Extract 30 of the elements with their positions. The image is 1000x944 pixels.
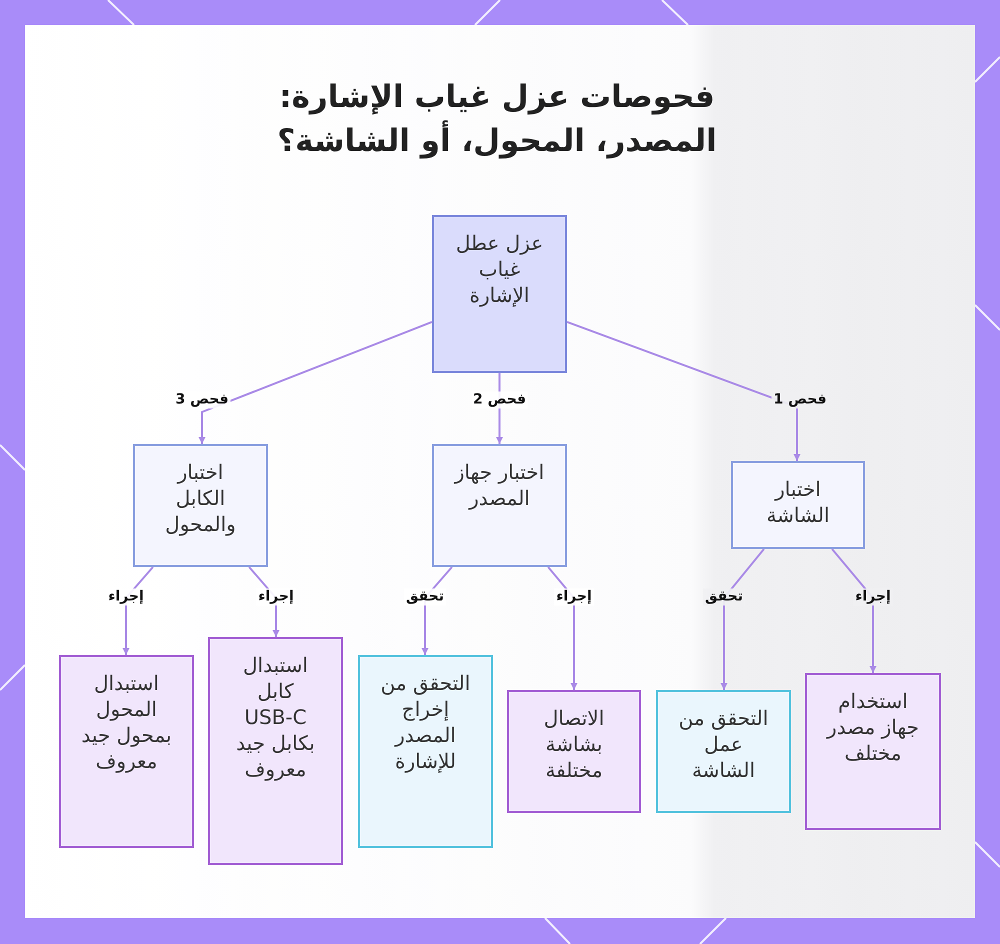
node-text: التحقق من إخراج المصدر للإشارة [380, 670, 472, 774]
root-box [432, 215, 567, 373]
edge-label: إجراء [256, 588, 296, 606]
edge-label: فحص 1 [772, 392, 828, 408]
edge-label: فحص 3 [174, 392, 230, 408]
process-box [358, 655, 493, 848]
edge-label: إجراء [554, 588, 594, 606]
node-text: الاتصال بشاشة مختلفة [542, 705, 606, 783]
process-box [432, 444, 567, 567]
process-box [59, 655, 194, 848]
process-box [208, 637, 343, 865]
process-box [656, 690, 791, 813]
edge-label: إجراء [106, 588, 146, 606]
edge-label: فحص 2 [471, 392, 528, 408]
diagram-title: فحوصات عزل غياب الإشارة: المصدر، المحول، أو الشاشة؟ [276, 78, 718, 161]
process-box [133, 444, 268, 567]
connector-line [720, 548, 765, 690]
node-text: اختبار الكابل والمحول [164, 459, 237, 537]
edge-label: إجراء [853, 588, 893, 606]
process-box [507, 690, 641, 813]
node-text: استبدال المحول بمحول جيد معروف [80, 670, 173, 774]
process-box [731, 461, 865, 549]
connector-line [198, 321, 432, 444]
node-text: اختبار الشاشة [765, 476, 831, 528]
node-text: استخدام جهاز مصدر مختلف [825, 688, 920, 766]
connector-line [566, 321, 800, 461]
node-text: عزل عطل غياب الإشارة [454, 230, 544, 308]
node-text: اختبار جهاز المصدر [452, 459, 546, 511]
node-text: التحقق من عمل الشاشة [678, 705, 770, 783]
process-box [805, 673, 941, 830]
